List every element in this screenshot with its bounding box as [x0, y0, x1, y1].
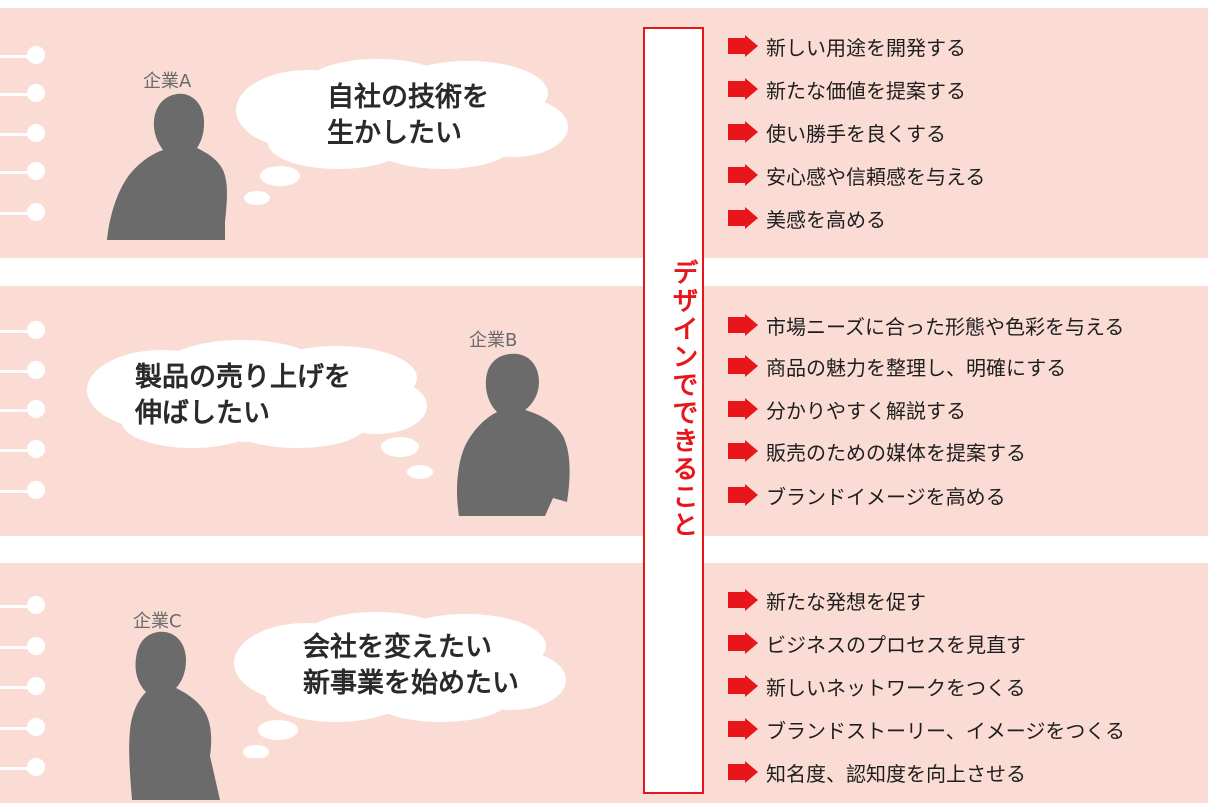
list-item-text: 知名度、認知度を向上させる	[766, 761, 1026, 786]
person-silhouette-icon	[129, 631, 220, 800]
arrow-right-icon	[728, 207, 758, 229]
list-item-text: 市場ニーズに合った形態や色彩を与える	[766, 314, 1125, 339]
list-item-text: 新しいネットワークをつくる	[766, 675, 1026, 700]
list-item: 安心感や信頼感を与える	[728, 159, 985, 191]
list-item-text: 新たな発想を促す	[766, 589, 926, 614]
list-item: 商品の魅力を整理し、明確にする	[728, 350, 1066, 382]
list-item-text: 美感を高める	[766, 207, 886, 232]
arrow-right-icon	[728, 398, 758, 420]
thought-cloud-a	[236, 59, 568, 205]
company-c-label: 企業C	[133, 611, 182, 632]
arrow-right-icon	[728, 355, 758, 377]
list-item: 新しい用途を開発する	[728, 30, 966, 62]
arrow-right-icon	[728, 440, 758, 462]
thought-line: 会社を変えたい	[303, 632, 492, 663]
person-silhouette-icon	[457, 353, 570, 516]
list-item-text: 新しい用途を開発する	[766, 35, 966, 60]
thought-line: 伸ばしたい	[135, 398, 270, 429]
list-item-text: 新たな価値を提案する	[766, 78, 966, 103]
list-item: 分かりやすく解説する	[728, 393, 966, 425]
list-item: ビジネスのプロセスを見直す	[728, 627, 1026, 659]
list-item: 販売のための媒体を提案する	[728, 435, 1026, 467]
arrow-right-icon	[728, 164, 758, 186]
thought-text-a: 自社の技術を 生かしたい	[327, 80, 489, 152]
list-item: 新しいネットワークをつくる	[728, 670, 1026, 702]
arrow-right-icon	[728, 632, 758, 654]
arrow-right-icon	[728, 718, 758, 740]
company-b-label: 企業B	[469, 330, 518, 351]
list-item: 新たな発想を促す	[728, 584, 926, 616]
arrow-right-icon	[728, 484, 758, 506]
thought-line: 新事業を始めたい	[303, 668, 519, 699]
thought-line: 生かしたい	[327, 118, 462, 149]
list-item: ブランドイメージを高める	[728, 479, 1006, 511]
list-item-text: 分かりやすく解説する	[766, 398, 966, 423]
list-item: 市場ニーズに合った形態や色彩を与える	[728, 309, 1124, 341]
arrow-right-icon	[728, 675, 758, 697]
arrow-right-icon	[728, 314, 758, 336]
list-item-text: 販売のための媒体を提案する	[766, 440, 1026, 465]
thought-cloud-b	[87, 340, 433, 479]
list-item: 知名度、認知度を向上させる	[728, 756, 1026, 788]
arrow-right-icon	[728, 761, 758, 783]
thought-line: 自社の技術を	[327, 82, 489, 113]
list-item: 新たな価値を提案する	[728, 73, 966, 105]
thought-text-c: 会社を変えたい 新事業を始めたい	[303, 630, 519, 702]
list-item-text: 使い勝手を良くする	[766, 121, 946, 146]
list-item-text: 安心感や信頼感を与える	[766, 164, 986, 189]
center-label-box: デザインでできること	[643, 27, 704, 794]
list-item: ブランドストーリー、イメージをつくる	[728, 713, 1125, 745]
thought-cloud-c	[234, 612, 566, 758]
list-item-text: ブランドイメージを高める	[766, 484, 1006, 509]
list-item: 美感を高める	[728, 202, 886, 234]
arrow-right-icon	[728, 78, 758, 100]
thought-line: 製品の売り上げを	[135, 362, 351, 393]
company-a-label: 企業A	[143, 71, 192, 92]
center-label: デザインでできること	[668, 259, 698, 539]
list-item-text: 商品の魅力を整理し、明確にする	[766, 355, 1067, 380]
list-item: 使い勝手を良くする	[728, 116, 946, 148]
arrow-right-icon	[728, 35, 758, 57]
list-item-text: ブランドストーリー、イメージをつくる	[766, 718, 1125, 743]
thought-text-b: 製品の売り上げを 伸ばしたい	[135, 360, 351, 432]
arrow-right-icon	[728, 121, 758, 143]
list-item-text: ビジネスのプロセスを見直す	[766, 632, 1026, 657]
arrow-right-icon	[728, 589, 758, 611]
person-silhouette-icon	[107, 93, 227, 240]
